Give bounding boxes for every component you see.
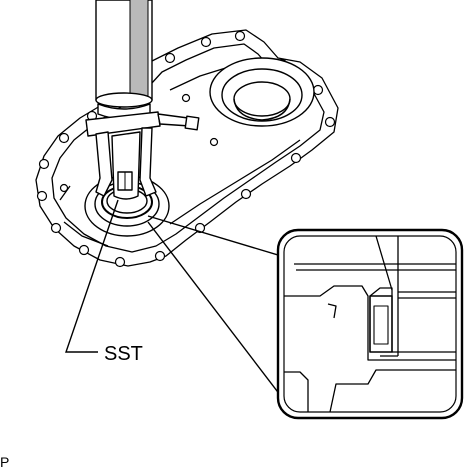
- tool-crossbar: [85, 111, 161, 137]
- detail-case-bottom: [329, 369, 456, 412]
- detail-seal-body: [369, 295, 393, 353]
- bearing-bore: [209, 57, 315, 127]
- detail-tool-face: [380, 351, 456, 357]
- bolt-hole: [234, 30, 246, 42]
- bolt-hole: [324, 116, 336, 128]
- bolt-hole: [38, 158, 50, 170]
- bolt-hole: [50, 222, 62, 234]
- sst-leader-line: [65, 199, 119, 353]
- bolt-hole: [200, 36, 212, 48]
- bolt-hole: [209, 137, 219, 147]
- corner-mark: P: [0, 454, 10, 470]
- detail-tool-edge: [375, 236, 456, 356]
- bolt-hole: [78, 244, 90, 256]
- bolt-hole: [114, 256, 126, 268]
- detail-case-lower: [284, 371, 309, 412]
- bolt-hole: [164, 52, 176, 64]
- detail-frame-inner: [283, 235, 457, 413]
- bolt-hole: [58, 132, 70, 144]
- bolt-hole: [181, 93, 191, 103]
- tool-screw-head: [184, 115, 200, 131]
- bolt-hole: [154, 250, 166, 262]
- detail-leader-upper: [147, 215, 289, 259]
- sst-tool: [85, 0, 200, 200]
- tool-shaft-bottom: [95, 92, 153, 108]
- detail-leader-lower: [147, 221, 291, 409]
- bore-depth: [233, 98, 291, 121]
- bolt-hole: [312, 84, 324, 96]
- detail-seal-core: [373, 305, 389, 345]
- bolt-holes: [36, 30, 336, 268]
- case-rib-lower: [59, 185, 109, 247]
- bolt-hole: [36, 190, 48, 202]
- detail-callout: [147, 215, 464, 420]
- bolt-hole: [59, 183, 69, 193]
- detail-view: [284, 236, 456, 412]
- tool-shaft-shade: [130, 0, 148, 100]
- bore-ring: [221, 68, 303, 122]
- detail-seal-lip: [369, 287, 393, 297]
- sst-callout-label: SST: [104, 343, 143, 365]
- bolt-hole: [240, 188, 252, 200]
- detail-case-wall: [284, 285, 456, 361]
- bolt-hole: [290, 152, 302, 164]
- tool-jaw-right: [139, 127, 157, 197]
- detail-case-edge: [294, 263, 456, 271]
- detail-case-notch: [327, 303, 337, 319]
- tool-jaw-left: [95, 131, 113, 197]
